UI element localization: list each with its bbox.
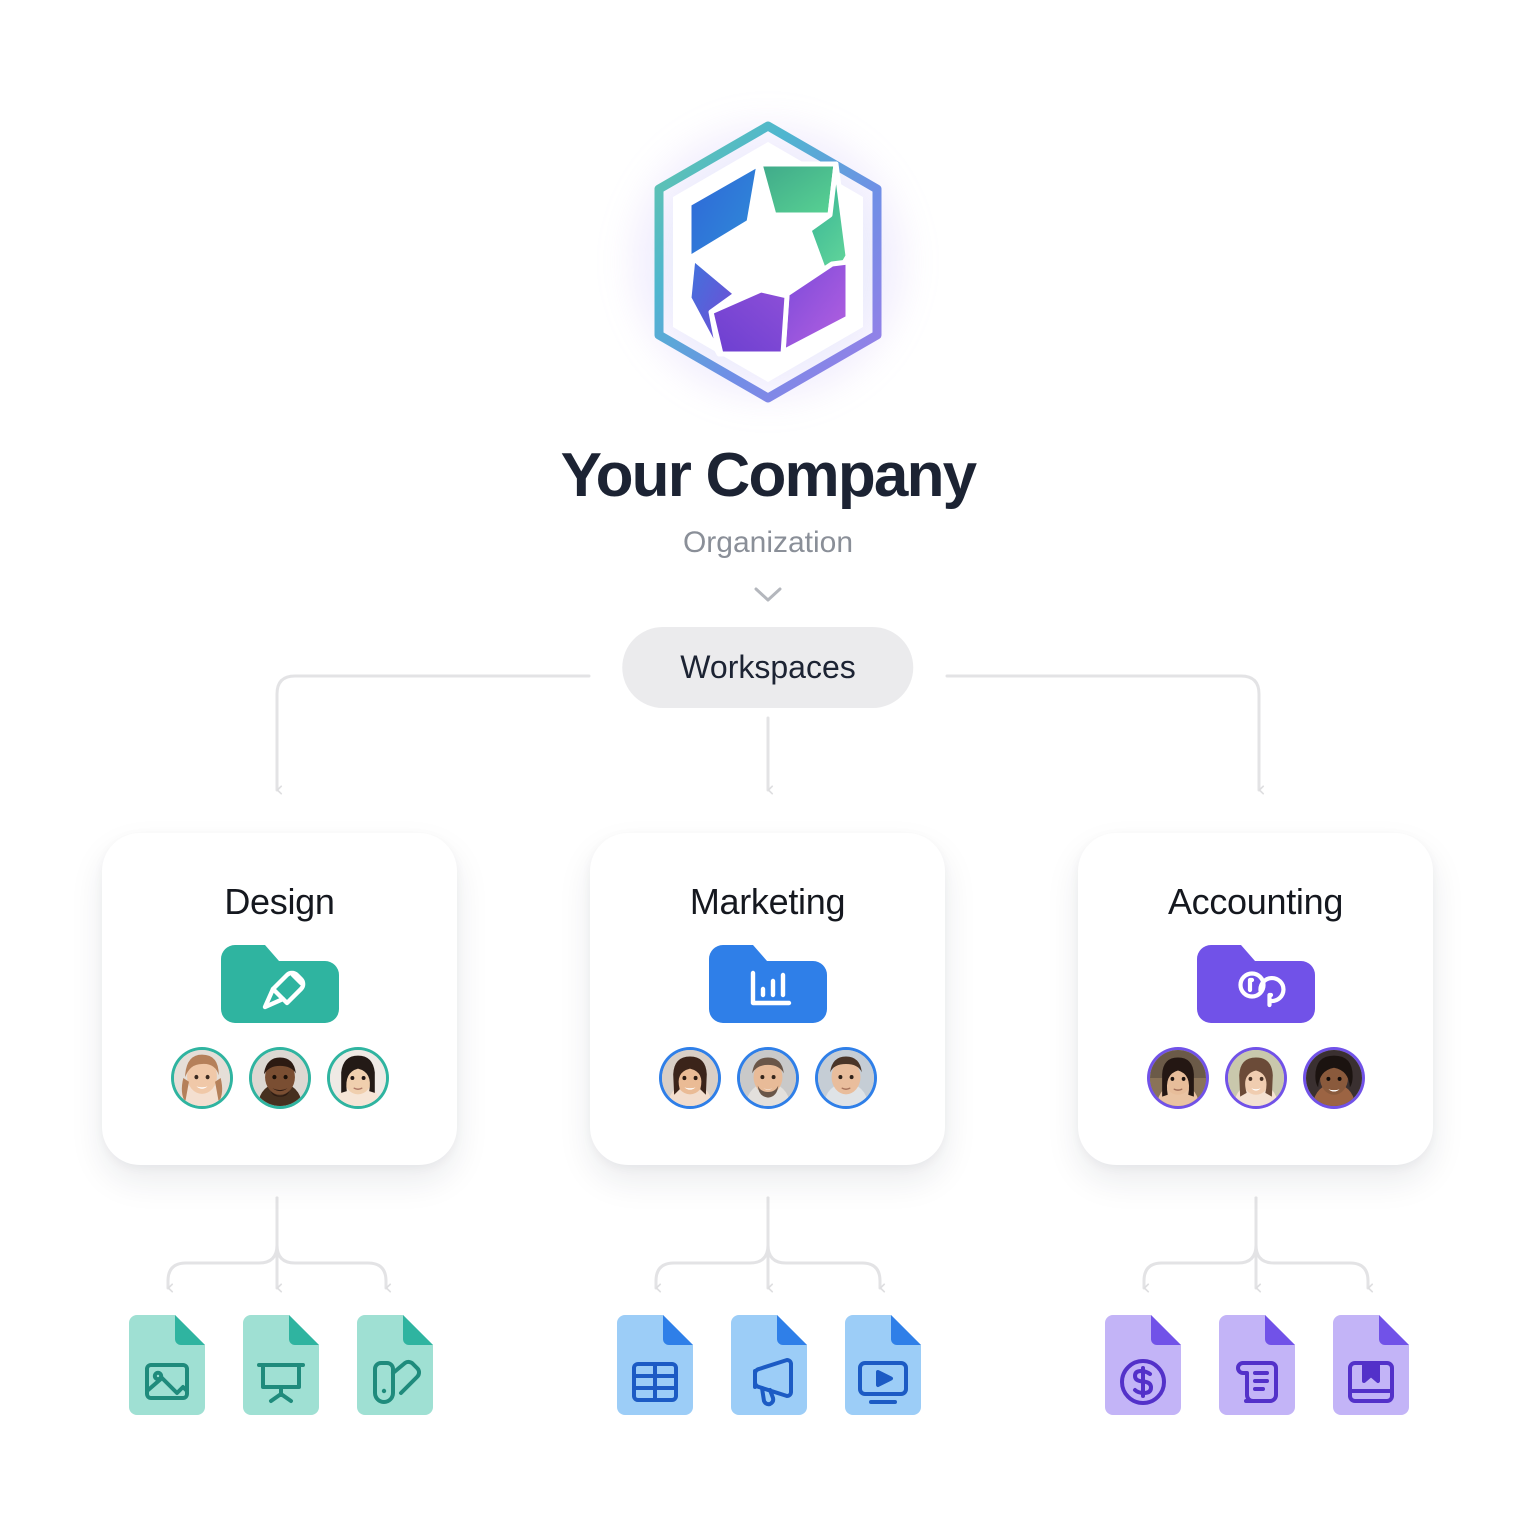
- scroll-document-icon[interactable]: [1219, 1315, 1295, 1415]
- member-avatar[interactable]: [658, 1047, 721, 1109]
- documents-accounting: [1105, 1315, 1409, 1415]
- company-logo[interactable]: [608, 112, 928, 412]
- ledger-book-icon[interactable]: [1333, 1315, 1409, 1415]
- paintbrush-folder-icon: [220, 945, 339, 1023]
- coins-folder-icon: [1196, 945, 1315, 1023]
- image-icon[interactable]: [129, 1315, 205, 1415]
- member-avatar[interactable]: [326, 1047, 389, 1109]
- chevron-down-icon[interactable]: [748, 582, 788, 606]
- hexagon-aperture-logo-icon: [654, 121, 882, 403]
- workspace-card-design[interactable]: Design: [102, 833, 457, 1165]
- member-avatar[interactable]: [1146, 1047, 1209, 1109]
- presentation-board-icon[interactable]: [243, 1315, 319, 1415]
- member-avatar[interactable]: [170, 1047, 233, 1109]
- video-player-icon[interactable]: [845, 1315, 921, 1415]
- member-avatar[interactable]: [1224, 1047, 1287, 1109]
- workspace-members: [1146, 1047, 1365, 1109]
- workspace-card-marketing[interactable]: Marketing: [590, 833, 945, 1165]
- page-title: Your Company: [560, 441, 978, 510]
- dollar-circle-icon[interactable]: [1105, 1315, 1181, 1415]
- workspace-title: Marketing: [689, 881, 846, 922]
- member-avatar[interactable]: [1302, 1047, 1365, 1109]
- documents-design: [129, 1315, 433, 1415]
- table-grid-icon[interactable]: [617, 1315, 693, 1415]
- member-avatar[interactable]: [814, 1047, 877, 1109]
- megaphone-icon[interactable]: [731, 1315, 807, 1415]
- bar-chart-folder-icon: [708, 945, 827, 1023]
- workspace-title: Accounting: [1167, 881, 1344, 922]
- member-avatar[interactable]: [248, 1047, 311, 1109]
- documents-marketing: [617, 1315, 921, 1415]
- org-subtitle: Organization: [682, 526, 854, 559]
- color-swatches-icon[interactable]: [357, 1315, 433, 1415]
- workspace-members: [170, 1047, 389, 1109]
- workspace-card-accounting[interactable]: Accounting: [1078, 833, 1433, 1165]
- workspaces-node[interactable]: Workspaces: [622, 627, 914, 708]
- workspace-members: [658, 1047, 877, 1109]
- member-avatar[interactable]: [736, 1047, 799, 1109]
- workspace-title: Design: [224, 881, 335, 922]
